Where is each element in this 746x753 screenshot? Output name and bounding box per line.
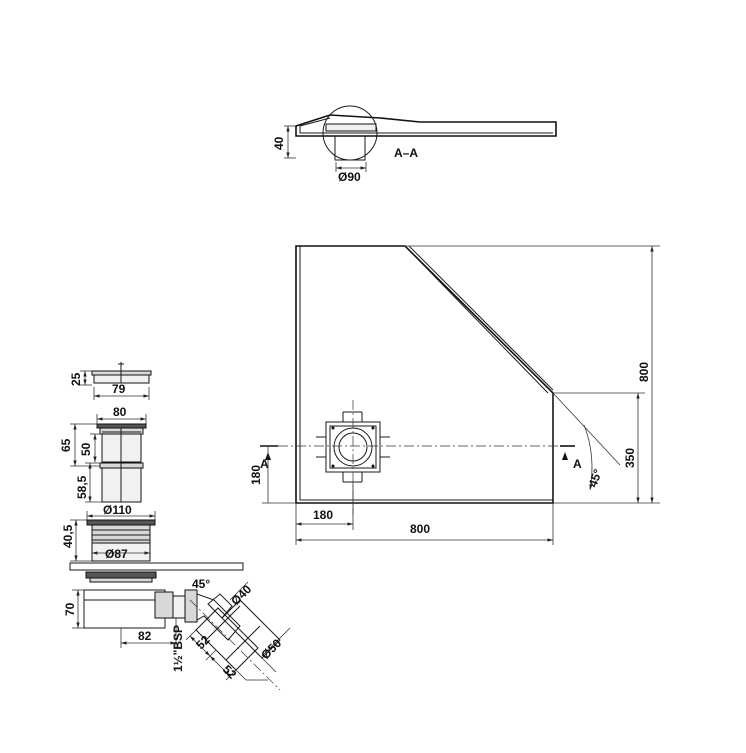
pipe-inner-diameter: Ø40 bbox=[228, 582, 254, 608]
tray-plate bbox=[69, 562, 244, 571]
plan-angle: 45° bbox=[586, 467, 605, 489]
pipe-height: 58,5 bbox=[75, 475, 89, 499]
body-height-total: 65 bbox=[59, 438, 73, 452]
section-height-label: 40 bbox=[272, 136, 286, 150]
plan-drain-x: 180 bbox=[313, 508, 333, 522]
plan-view: A A 180 180 800 800 350 45° bbox=[249, 245, 660, 545]
outlet-diameter: Ø87 bbox=[105, 547, 128, 561]
cap-height: 25 bbox=[69, 372, 83, 386]
strainer-part: 80 65 50 bbox=[59, 405, 147, 467]
elbow-angle: 45° bbox=[192, 577, 210, 591]
flange-diameter: Ø110 bbox=[103, 503, 132, 517]
cap-part: 25 79 bbox=[69, 362, 152, 400]
siphon-details: 25 79 80 65 50 bbox=[59, 362, 291, 691]
flange-part: Ø110 40,5 Ø87 bbox=[61, 503, 156, 562]
section-label: A–A bbox=[394, 146, 418, 160]
trap-part: 70 82 1½"BSP bbox=[63, 571, 198, 672]
flange-height: 40,5 bbox=[61, 524, 75, 548]
thread-label: 1½"BSP bbox=[171, 625, 185, 672]
pipe-part: 58,5 bbox=[75, 462, 144, 503]
section-mark-left: A bbox=[260, 457, 269, 471]
plan-drain-y: 180 bbox=[249, 465, 263, 485]
plan-short-side: 350 bbox=[623, 448, 637, 468]
segment-b: 52 bbox=[220, 662, 240, 682]
trap-offset: 82 bbox=[138, 629, 152, 643]
strainer-width: 80 bbox=[113, 405, 127, 419]
trap-height: 70 bbox=[63, 602, 77, 616]
section-drain-diameter: Ø90 bbox=[338, 170, 361, 184]
section-arrow-right-icon bbox=[562, 452, 568, 460]
elbow-pipes: 45° Ø40 Ø50 52 52 bbox=[185, 577, 291, 691]
section-view: 40 Ø90 A–A bbox=[272, 105, 557, 184]
plan-depth: 800 bbox=[637, 362, 651, 382]
detail-circle bbox=[322, 105, 378, 161]
plan-width: 800 bbox=[410, 522, 430, 536]
cap-width: 79 bbox=[112, 382, 126, 396]
body-height-inner: 50 bbox=[79, 442, 93, 456]
section-mark-right: A bbox=[573, 457, 582, 471]
